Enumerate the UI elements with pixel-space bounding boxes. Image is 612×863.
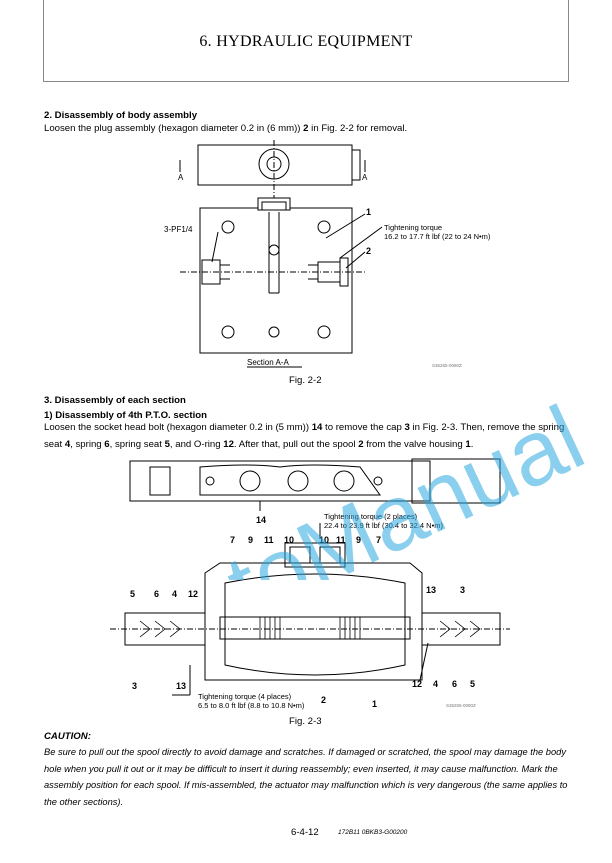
fig23-callout-13-left: 13: [176, 681, 186, 691]
fig23-torque2-title: Tightening torque (2 places): [324, 512, 418, 521]
fig23-callout-9-right: 9: [356, 535, 361, 545]
caution-text: Be sure to pull out the spool directly t…: [44, 747, 568, 807]
section-3-text: Loosen the socket head bolt (hexagon dia…: [44, 419, 570, 453]
ref-12: 12: [223, 439, 234, 450]
fig23-callout-12-right: 12: [412, 679, 422, 689]
ref-2: 2: [358, 439, 364, 450]
text-part: to remove the cap: [322, 422, 405, 433]
ref-2: 2: [303, 123, 309, 134]
fig22-callout-2: 2: [366, 246, 371, 256]
ref-1: 1: [465, 439, 471, 450]
fig23-callout-13-right: 13: [426, 585, 436, 595]
text-part: in Fig. 2-3. Then, remove the spring sea…: [44, 422, 565, 450]
fig22-caption: Fig. 2-2: [289, 375, 322, 386]
text-part: , spring seat: [109, 439, 165, 450]
ref-5: 5: [164, 439, 170, 450]
text-part: . After that, pull out the spool: [233, 439, 359, 450]
fig23-callout-6-left: 6: [154, 589, 159, 599]
fig23-callout-12-left: 12: [188, 589, 198, 599]
fig23-callout-5-left: 5: [130, 589, 135, 599]
fig22-torque-value: 16.2 to 17.7 ft lbf (22 to 24 N•m): [384, 232, 491, 241]
fig22-section-label: Section A-A: [247, 358, 289, 367]
fig22-label-a-left: A: [178, 173, 184, 182]
fig22-port-label: 3-PF1/4: [164, 225, 193, 234]
fig23-callout-10-right: 10: [319, 535, 329, 545]
doc-code: 172B11 0BKB3-G00200: [338, 829, 408, 836]
fig23-torque4-title: Tightening torque (4 places): [198, 692, 292, 701]
fig23-callout-2: 2: [321, 695, 326, 705]
fig23-callout-3-right: 3: [460, 585, 465, 595]
fig22-image-code: S36265-0080Z: [432, 363, 462, 368]
fig23-callout-10-left: 10: [284, 535, 294, 545]
ref-6: 6: [104, 439, 110, 450]
text-part: Loosen the socket head bolt (hexagon dia…: [44, 422, 312, 433]
fig23-top-view: [129, 460, 431, 502]
fig23-callout-3-left: 3: [132, 681, 137, 691]
text-part: , and O-ring: [169, 439, 224, 450]
page-title: 6. HYDRAULIC EQUIPMENT: [199, 33, 413, 50]
ref-14: 14: [311, 422, 323, 433]
section-2-heading: 2. Disassembly of body assembly: [44, 110, 198, 121]
caution-heading: CAUTION:: [44, 731, 91, 742]
fig22-label-a-right: A: [362, 173, 368, 182]
fig23-spool: [219, 616, 411, 640]
fig23-valve-housing: [204, 562, 423, 681]
fig23-callout-5-right: 5: [470, 679, 475, 689]
fig23-callout-7-right: 7: [376, 535, 381, 545]
fig22-callout-1: 1: [366, 207, 371, 217]
section-3-heading: 3. Disassembly of each section: [44, 395, 186, 406]
fig23-callout-11-left: 11: [264, 535, 274, 545]
ref-4: 4: [64, 439, 71, 450]
fig23-caption: Fig. 2-3: [289, 716, 322, 727]
fig23-image-code: S36265-0080Z: [446, 703, 476, 708]
fig23-callout-6-right: 6: [452, 679, 457, 689]
ref-3: 3: [404, 422, 410, 433]
text-part: , spring: [70, 439, 105, 450]
section-3-subheading: 1) Disassembly of 4th P.T.O. section: [44, 410, 207, 421]
fig23-callout-7-left: 7: [230, 535, 235, 545]
text-part: Loosen the plug assembly (hexagon diamet…: [44, 123, 304, 134]
header-frame: 6. HYDRAULIC EQUIPMENT: [43, 0, 569, 82]
fig23-callout-14: 14: [256, 515, 266, 525]
text-part: .: [470, 439, 474, 450]
fig23-torque4-value: 6.5 to 8.0 ft lbf (8.8 to 10.8 N•m): [198, 701, 305, 710]
fig23-callout-1: 1: [372, 699, 377, 709]
section-2-text: Loosen the plug assembly (hexagon diamet…: [44, 120, 570, 137]
figure-2-2: A A 3-PF1/4 1 2 Tightening torque 16.2 t…: [164, 140, 491, 368]
text-part: in Fig. 2-2 for removal.: [308, 123, 408, 134]
page-number: 6-4-12: [291, 827, 319, 838]
text-part: from the valve housing: [363, 439, 466, 450]
fig23-callout-4-left: 4: [172, 589, 177, 599]
fig23-callout-9-left: 9: [248, 535, 253, 545]
fig22-torque-title: Tightening torque: [384, 223, 442, 232]
fig23-torque2-value: 22.4 to 23.9 ft lbf (30.4 to 32.4 N•m): [324, 521, 443, 530]
fig23-callout-4-right: 4: [433, 679, 438, 689]
fig23-callout-11-right: 11: [336, 535, 346, 545]
figure-2-3: 14 Tightening torque (2 places) 22.4 to …: [110, 458, 510, 710]
